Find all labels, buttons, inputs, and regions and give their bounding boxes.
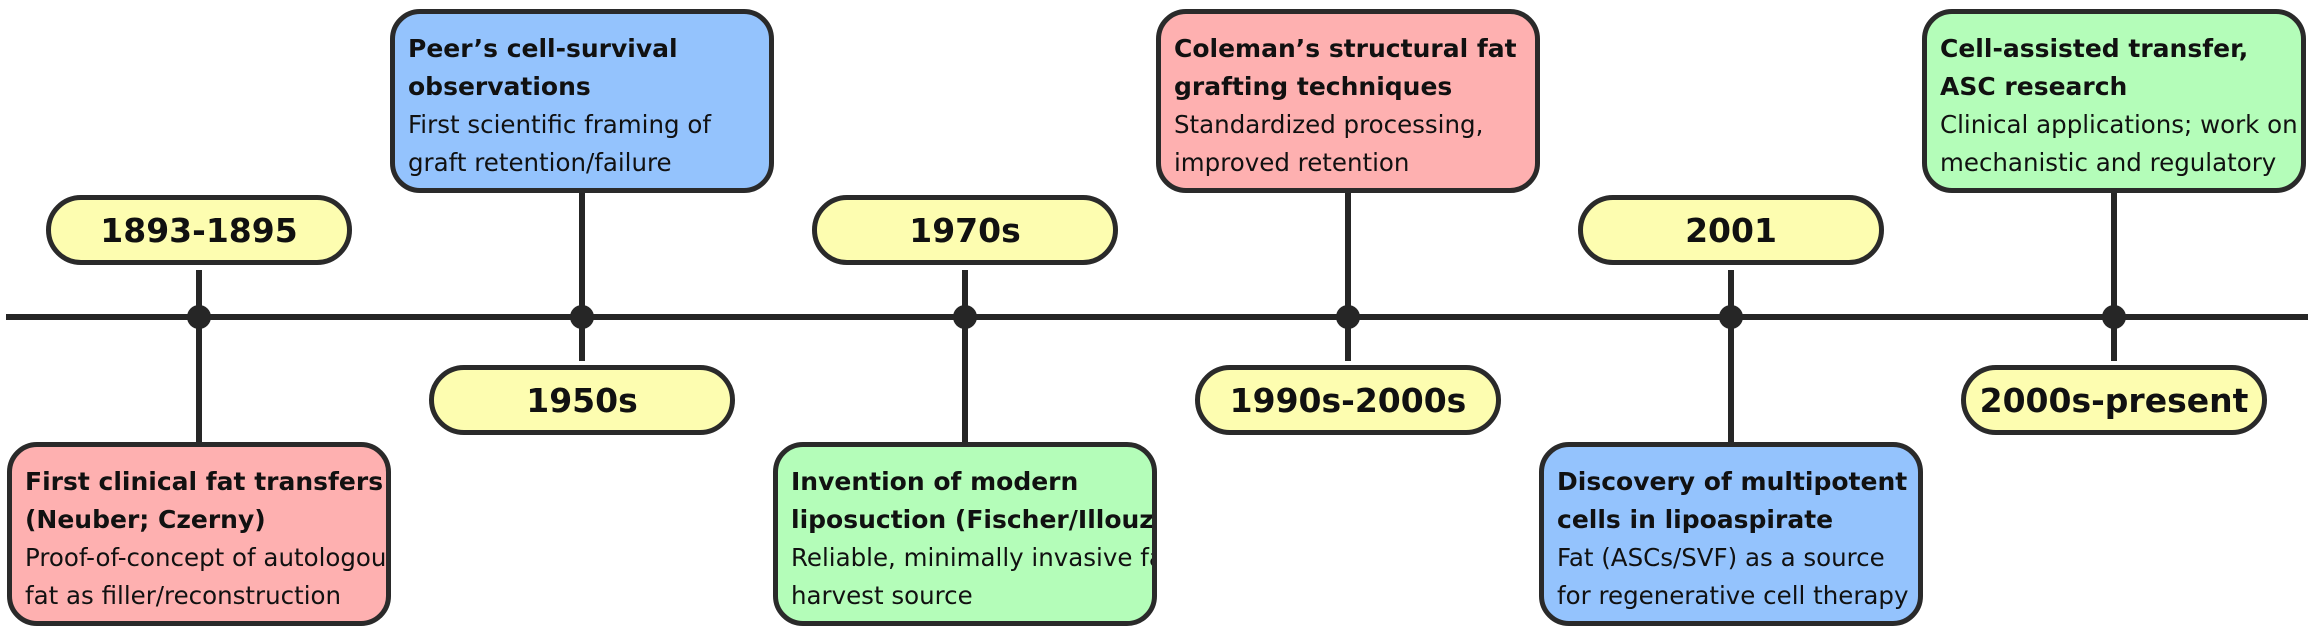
date-label: 1893-1895 bbox=[46, 195, 352, 265]
event-title-line: Coleman’s structural fat bbox=[1174, 34, 1517, 63]
event-title-line: grafting techniques bbox=[1174, 72, 1453, 101]
event-card: Invention of modern liposuction (Fischer/… bbox=[773, 442, 1157, 626]
date-label: 1950s bbox=[429, 365, 735, 435]
event-description-line: Fat (ASCs/SVF) as a source bbox=[1557, 543, 1885, 572]
event-description-line: improved retention bbox=[1174, 148, 1410, 177]
event-title-line: cells in lipoaspirate bbox=[1557, 505, 1834, 534]
event-description-line: Clinical applications; work on bbox=[1940, 110, 2298, 139]
date-label: 1970s bbox=[812, 195, 1118, 265]
event-title-line: Invention of modern bbox=[791, 467, 1079, 496]
event-description-line: harvest source bbox=[791, 581, 973, 610]
timeline-node bbox=[570, 305, 594, 329]
connector-stem bbox=[2111, 188, 2117, 361]
event-title-line: Discovery of multipotent bbox=[1557, 467, 1908, 496]
event-description-line: fat as filler/reconstruction bbox=[25, 581, 342, 610]
connector-stem bbox=[1345, 188, 1351, 361]
timeline-axis bbox=[6, 314, 2308, 320]
event-description-line: Reliable, minimally invasive fat bbox=[791, 543, 1157, 572]
event-title-line: Cell-assisted transfer, bbox=[1940, 34, 2249, 63]
event-title-line: observations bbox=[408, 72, 591, 101]
timeline-node bbox=[1336, 305, 1360, 329]
event-card: Discovery of multipotent cells in lipoasp… bbox=[1539, 442, 1923, 626]
event-description-line: Standardized processing, bbox=[1174, 110, 1484, 139]
event-description-line: Proof-of-concept of autologous bbox=[25, 543, 391, 572]
event-title-line: (Neuber; Czerny) bbox=[25, 505, 266, 534]
connector-stem bbox=[962, 270, 968, 442]
event-title-line: First clinical fat transfers bbox=[25, 467, 384, 496]
timeline-node bbox=[187, 305, 211, 329]
timeline-node bbox=[1719, 305, 1743, 329]
connector-stem bbox=[1728, 270, 1734, 442]
event-description-line: First scientific framing of bbox=[408, 110, 711, 139]
timeline-node bbox=[953, 305, 977, 329]
event-description-line: graft retention/failure bbox=[408, 148, 672, 177]
event-description-line: mechanistic and regulatory bbox=[1940, 148, 2277, 177]
connector-stem bbox=[579, 188, 585, 361]
event-card: First clinical fat transfers (Neuber; Cze… bbox=[7, 442, 391, 626]
event-title-line: liposuction (Fischer/Illouz) bbox=[791, 505, 1157, 534]
event-title-line: Peer’s cell-survival bbox=[408, 34, 678, 63]
event-card: Coleman’s structural fat grafting techniq… bbox=[1156, 9, 1540, 193]
date-label: 2001 bbox=[1578, 195, 1884, 265]
event-title-line: ASC research bbox=[1940, 72, 2128, 101]
timeline-node bbox=[2102, 305, 2126, 329]
date-label: 1990s-2000s bbox=[1195, 365, 1501, 435]
event-description-line: for regenerative cell therapy bbox=[1557, 581, 1909, 610]
connector-stem bbox=[196, 270, 202, 442]
date-label: 2000s-present bbox=[1961, 365, 2267, 435]
